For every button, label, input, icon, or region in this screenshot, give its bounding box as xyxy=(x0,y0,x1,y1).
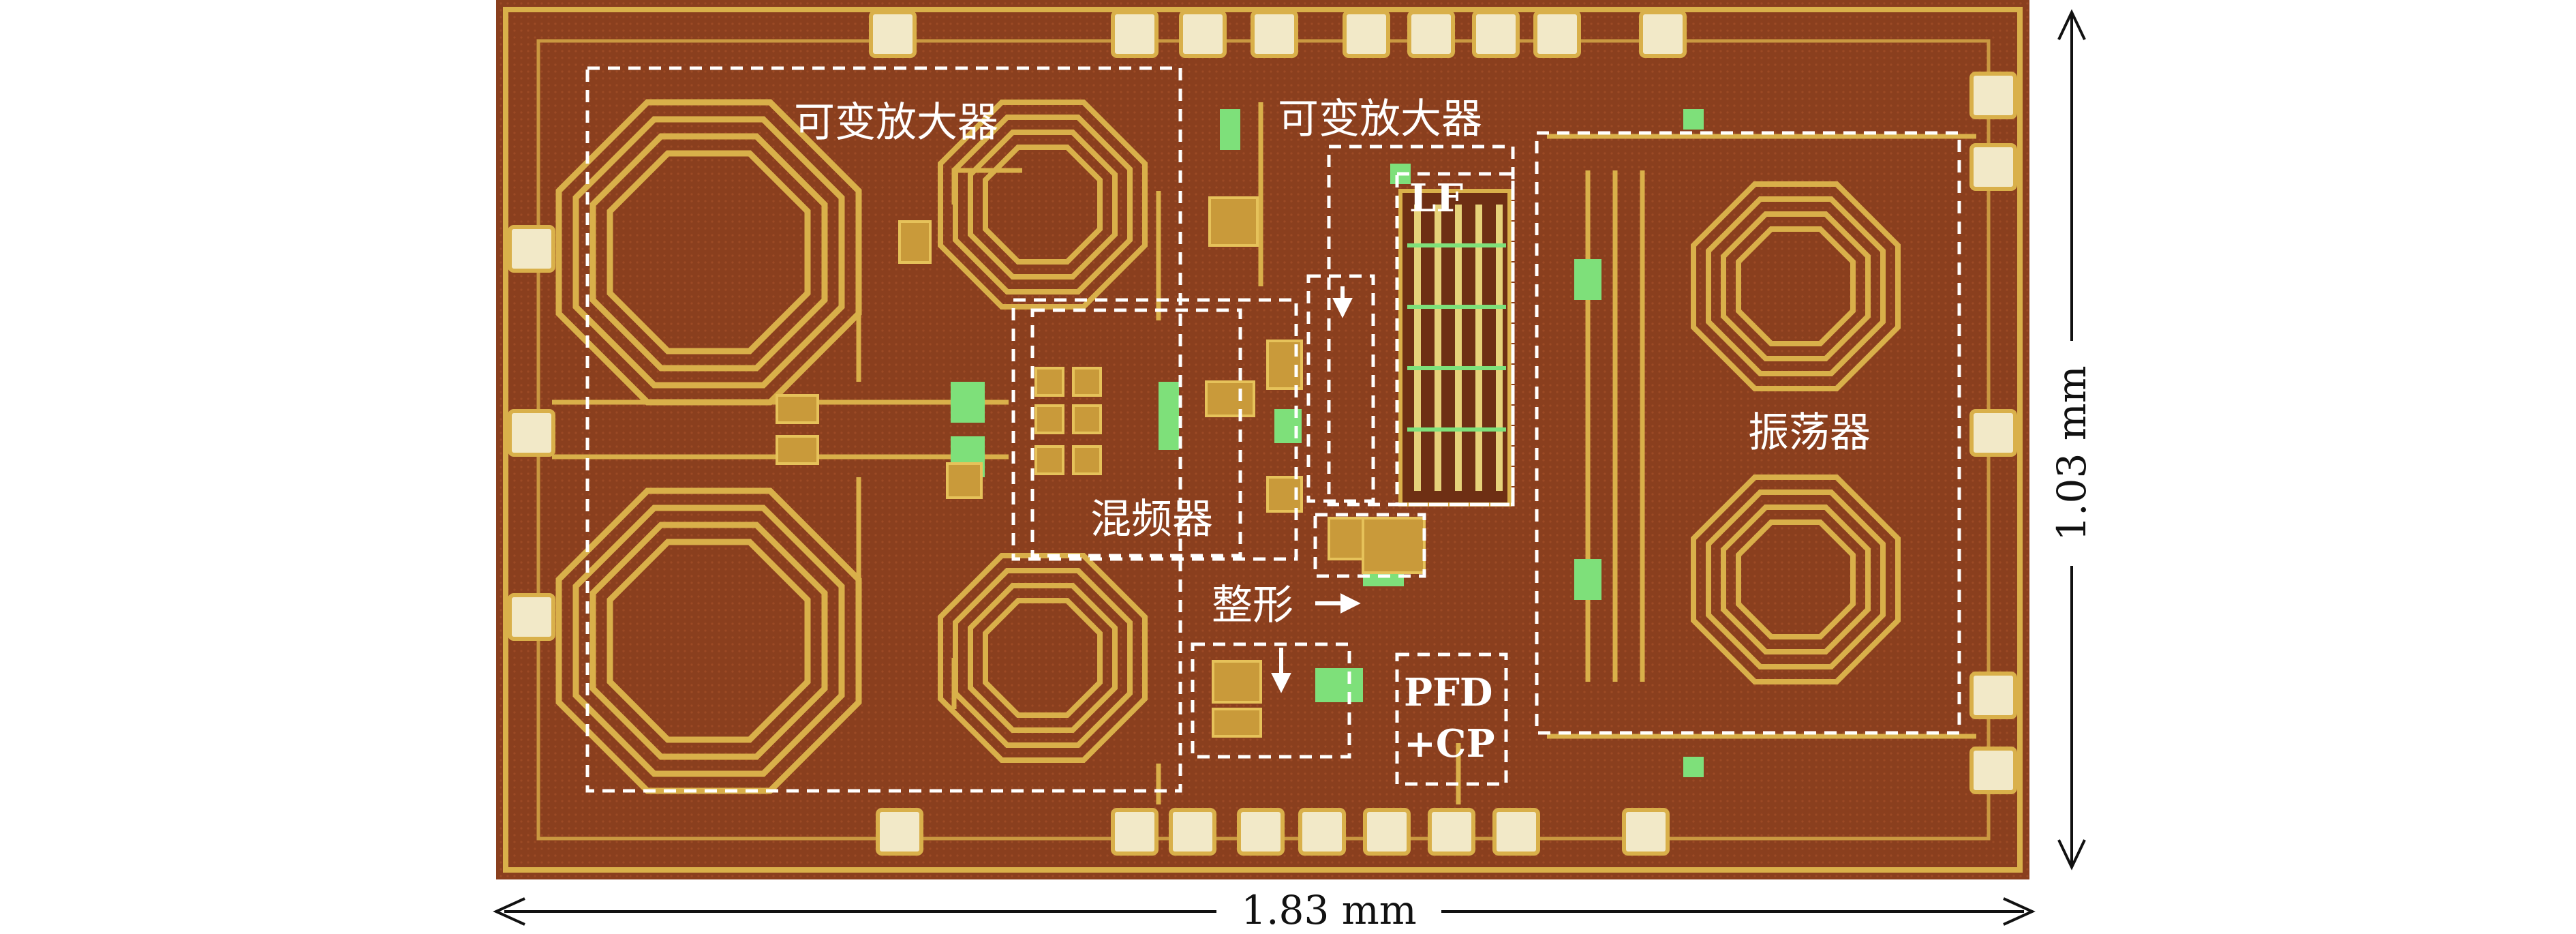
vga-left-outline xyxy=(585,66,1182,793)
label-oscillator: 振荡器 xyxy=(1748,409,1871,457)
label-height: 1.03 mm xyxy=(2049,365,2095,541)
width-dimension: 1.83 mm xyxy=(493,887,2036,933)
pfd-cp-outline xyxy=(1395,652,1508,786)
label-mixer: 混频器 xyxy=(1090,496,1213,543)
label-vga-right: 可变放大器 xyxy=(1278,95,1482,143)
height-dimension: 1.03 mm xyxy=(2049,9,2095,871)
loop-filter-array xyxy=(1398,189,1512,507)
mixer-outline xyxy=(1030,308,1242,558)
block-outlines xyxy=(585,66,1961,793)
oscillator-outline xyxy=(1535,131,1961,735)
label-width: 1.83 mm xyxy=(1241,887,1417,933)
shaper-arrows xyxy=(1271,286,1361,693)
shaper-outline xyxy=(1191,642,1351,759)
label-pfd: PFD xyxy=(1404,670,1492,715)
label-cp: +CP xyxy=(1404,721,1495,766)
label-lf: LF xyxy=(1409,176,1463,221)
label-shaper: 整形 xyxy=(1212,582,1293,629)
lf-outline xyxy=(1395,172,1515,507)
label-vga-left: 可变放大器 xyxy=(794,99,998,147)
block-labels: 可变放大器 可变放大器 LF 混频器 振荡器 整形 PFD +CP xyxy=(794,95,1871,766)
passive-blocks xyxy=(776,196,1426,738)
